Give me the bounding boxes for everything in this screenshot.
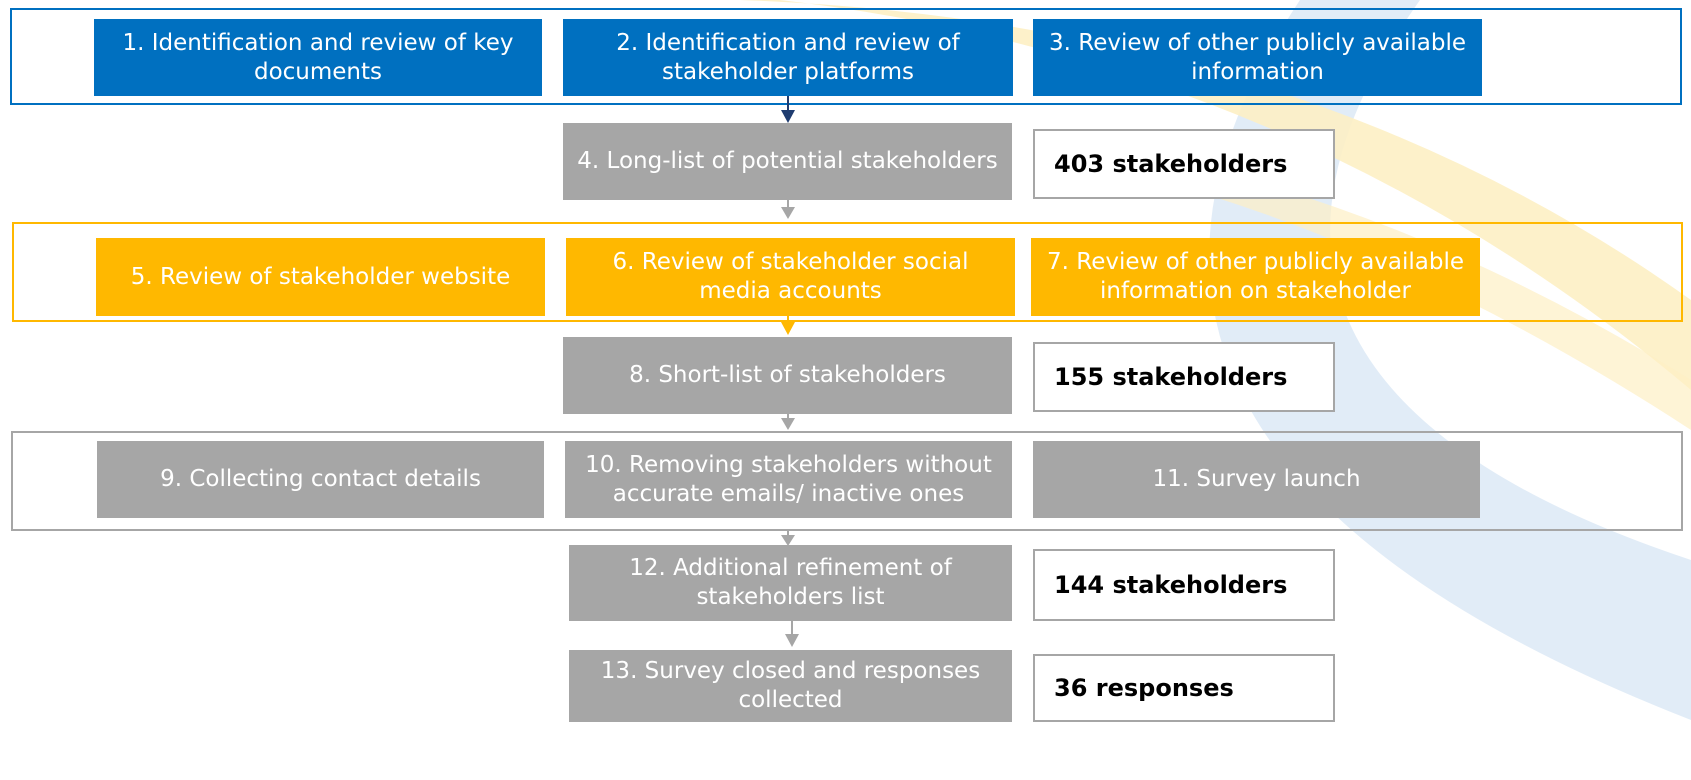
step-13-count-box: 36 responses (1033, 654, 1335, 722)
step-11-label: 11. Survey launch (1152, 466, 1361, 492)
step-11-box: 11. Survey launch (1033, 441, 1480, 518)
group-frame-stakeholder-review (12, 222, 1683, 322)
step-10-box: 10. Removing stakeholders without accura… (565, 441, 1012, 518)
step-12-label: 12. Additional refinement of stakeholder… (629, 555, 952, 610)
step-4-label: 4. Long-list of potential stakeholders (577, 148, 998, 174)
step-3-box: 3. Review of other publicly available in… (1033, 19, 1482, 96)
step-13-label: 13. Survey closed and responses collecte… (600, 658, 981, 713)
step-12-box: 12. Additional refinement of stakeholder… (569, 545, 1012, 621)
step-1-box: 1. Identification and review of key docu… (94, 19, 542, 96)
step-6-box: 6. Review of stakeholder social media ac… (566, 238, 1015, 316)
step-5-box: 5. Review of stakeholder website (96, 238, 545, 316)
step-4-box: 4. Long-list of potential stakeholders (563, 123, 1012, 200)
group-frame-review (10, 8, 1682, 105)
step-9-box: 9. Collecting contact details (97, 441, 544, 518)
step-9-label: 9. Collecting contact details (160, 466, 481, 492)
step-2-box: 2. Identification and review of stakehol… (563, 19, 1013, 96)
step-6-label: 6. Review of stakeholder social media ac… (612, 249, 969, 304)
step-12-count: 144 stakeholders (1054, 571, 1288, 599)
step-7-box: 7. Review of other publicly available in… (1031, 238, 1480, 316)
step-8-count: 155 stakeholders (1054, 363, 1288, 391)
group-frame-contact (11, 431, 1683, 531)
step-10-label: 10. Removing stakeholders without accura… (585, 451, 992, 507)
step-3-label: 3. Review of other publicly available in… (1048, 29, 1467, 85)
step-1-label: 1. Identification and review of key docu… (122, 29, 514, 85)
step-4-count-box: 403 stakeholders (1033, 129, 1335, 199)
step-2-label: 2. Identification and review of stakehol… (616, 29, 960, 85)
step-12-count-box: 144 stakeholders (1033, 549, 1335, 621)
step-7-label: 7. Review of other publicly available in… (1046, 249, 1465, 304)
step-8-count-box: 155 stakeholders (1033, 342, 1335, 412)
step-8-label: 8. Short-list of stakeholders (629, 362, 946, 388)
step-13-count: 36 responses (1054, 674, 1234, 702)
step-4-count: 403 stakeholders (1054, 150, 1288, 178)
step-8-box: 8. Short-list of stakeholders (563, 337, 1012, 414)
step-5-label: 5. Review of stakeholder website (130, 263, 511, 290)
step-13-box: 13. Survey closed and responses collecte… (569, 650, 1012, 722)
